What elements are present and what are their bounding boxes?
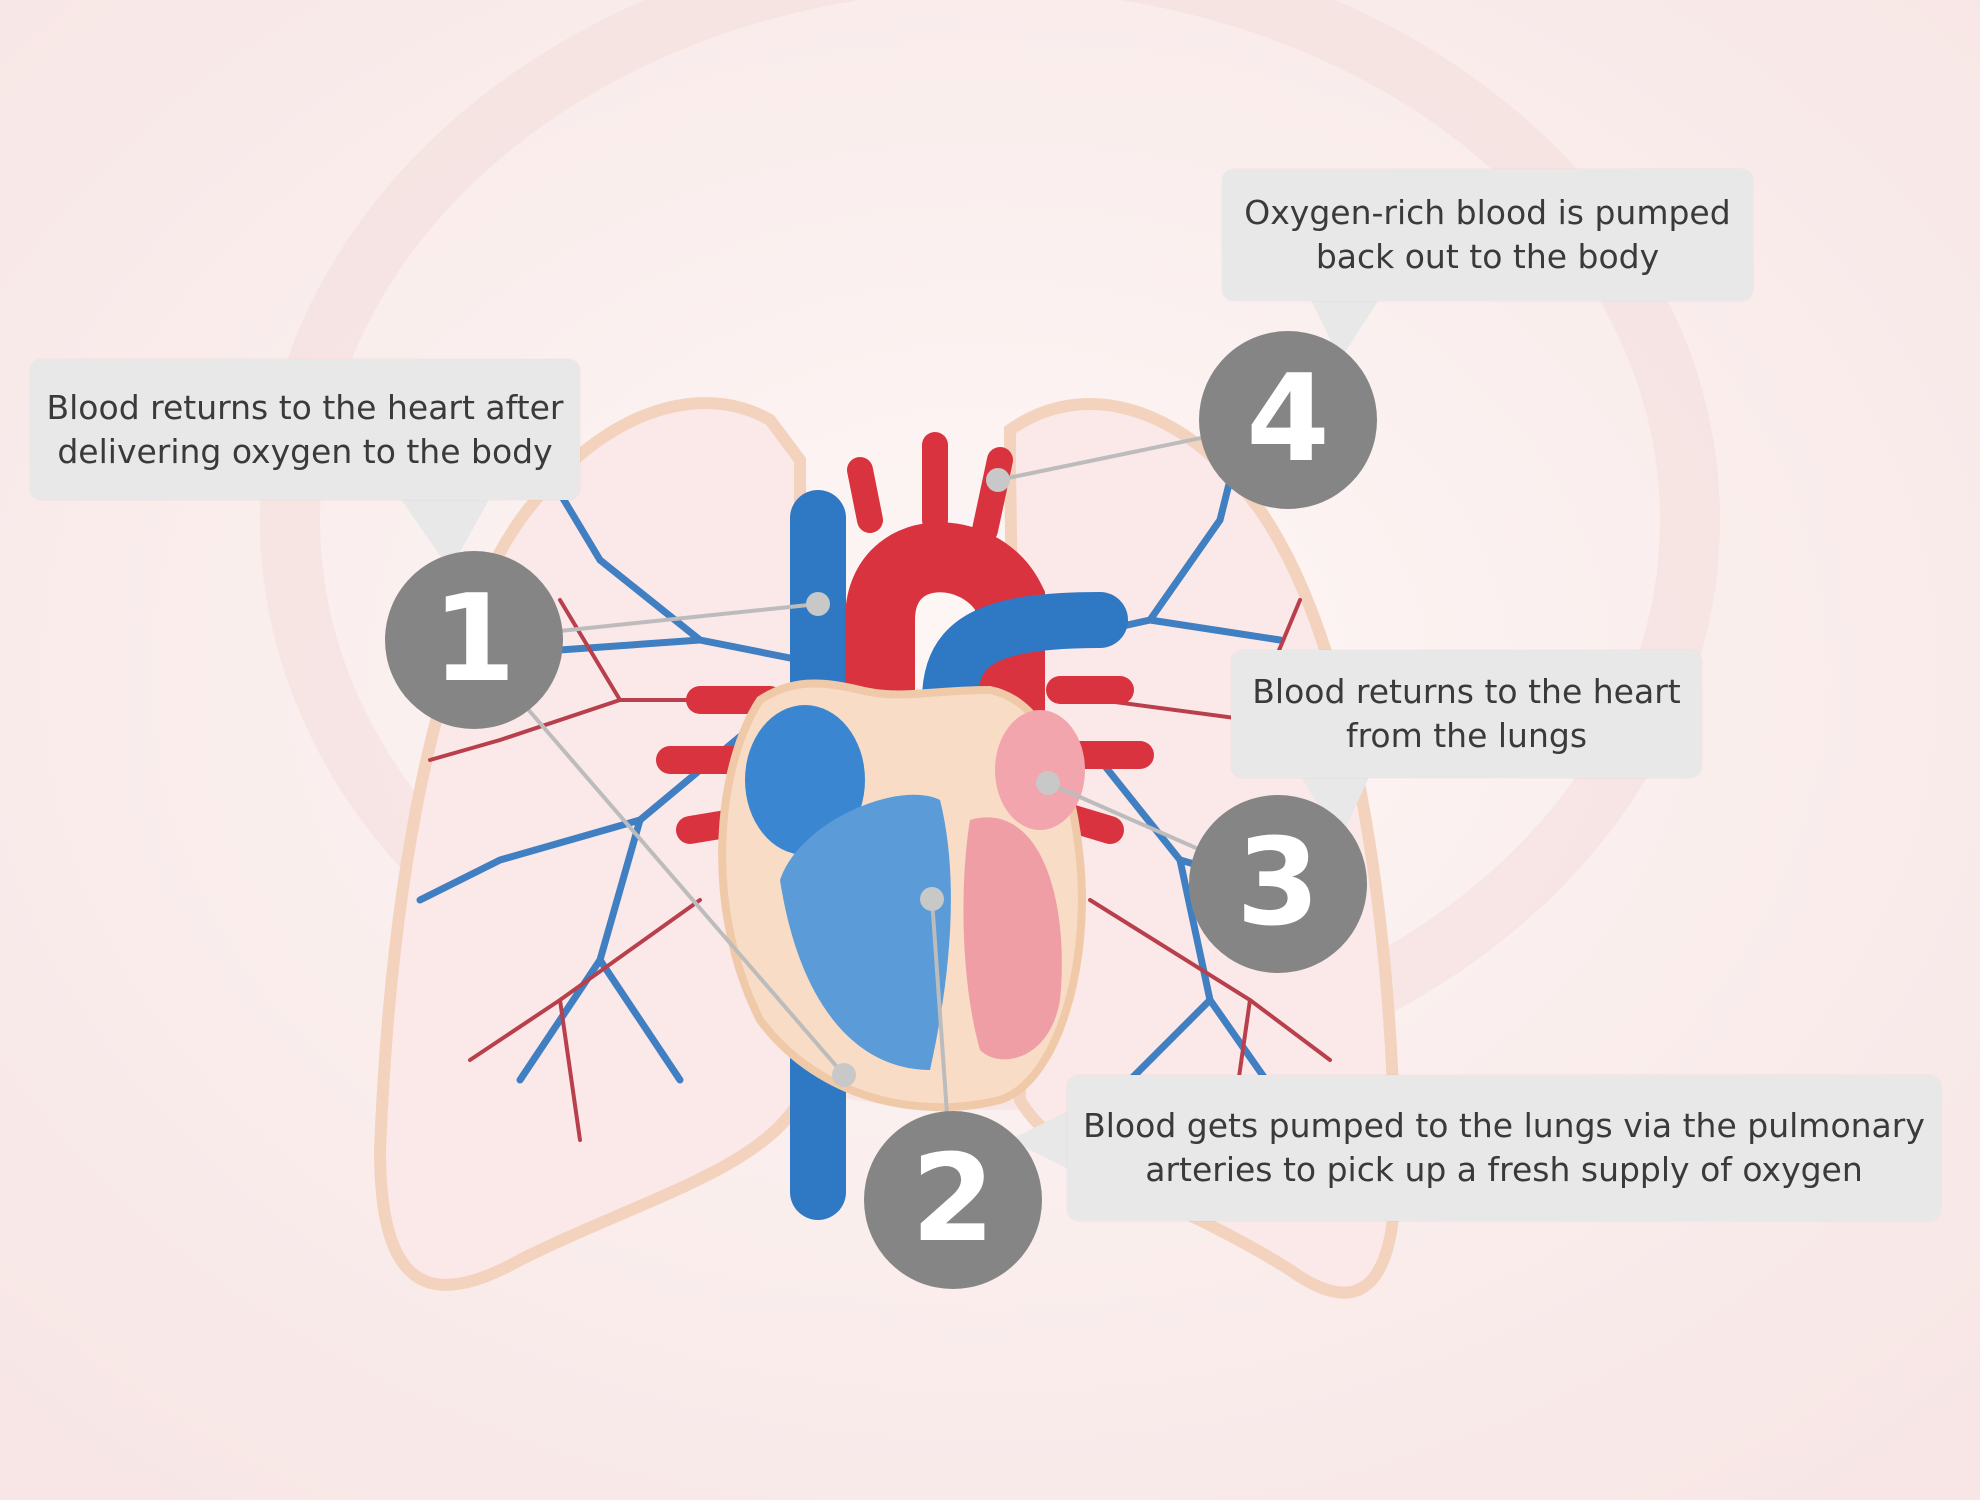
right-ventricle [780,794,951,1070]
step-marker-2: 2 [864,1111,1042,1289]
leader-dots [806,468,1060,1087]
left-ventricle [963,817,1062,1060]
callout-text-line: delivering oxygen to the body [57,431,553,471]
callout-text-line: from the lungs [1345,716,1588,755]
callout-text-line: Blood returns to the heart after [46,387,564,427]
step-marker-4: 4 [1199,331,1377,509]
callout-pointers [400,298,1380,1170]
left-atrium [995,710,1085,830]
callout-text-line: Oxygen-rich blood is pumped [1244,193,1731,232]
callout-text-line: Blood returns to the heart [1252,672,1681,711]
callout-step-4: Oxygen-rich blood is pumped back out to … [1222,169,1753,301]
callout-text-line: arteries to pick up a fresh supply of ox… [1145,1150,1863,1189]
callout-text-line: Blood gets pumped to the lungs via the p… [1083,1106,1925,1145]
callout-text-line: back out to the body [1315,237,1660,276]
right-atrium [745,705,865,855]
step-marker-1: 1 [385,551,563,729]
step-marker-3: 3 [1189,795,1367,973]
callout-step-2: Blood gets pumped to the lungs via the p… [1067,1075,1941,1221]
callout-step-1: Blood returns to the heart after deliver… [30,359,580,500]
callout-step-3: Blood returns to the heart from the lung… [1231,650,1702,778]
